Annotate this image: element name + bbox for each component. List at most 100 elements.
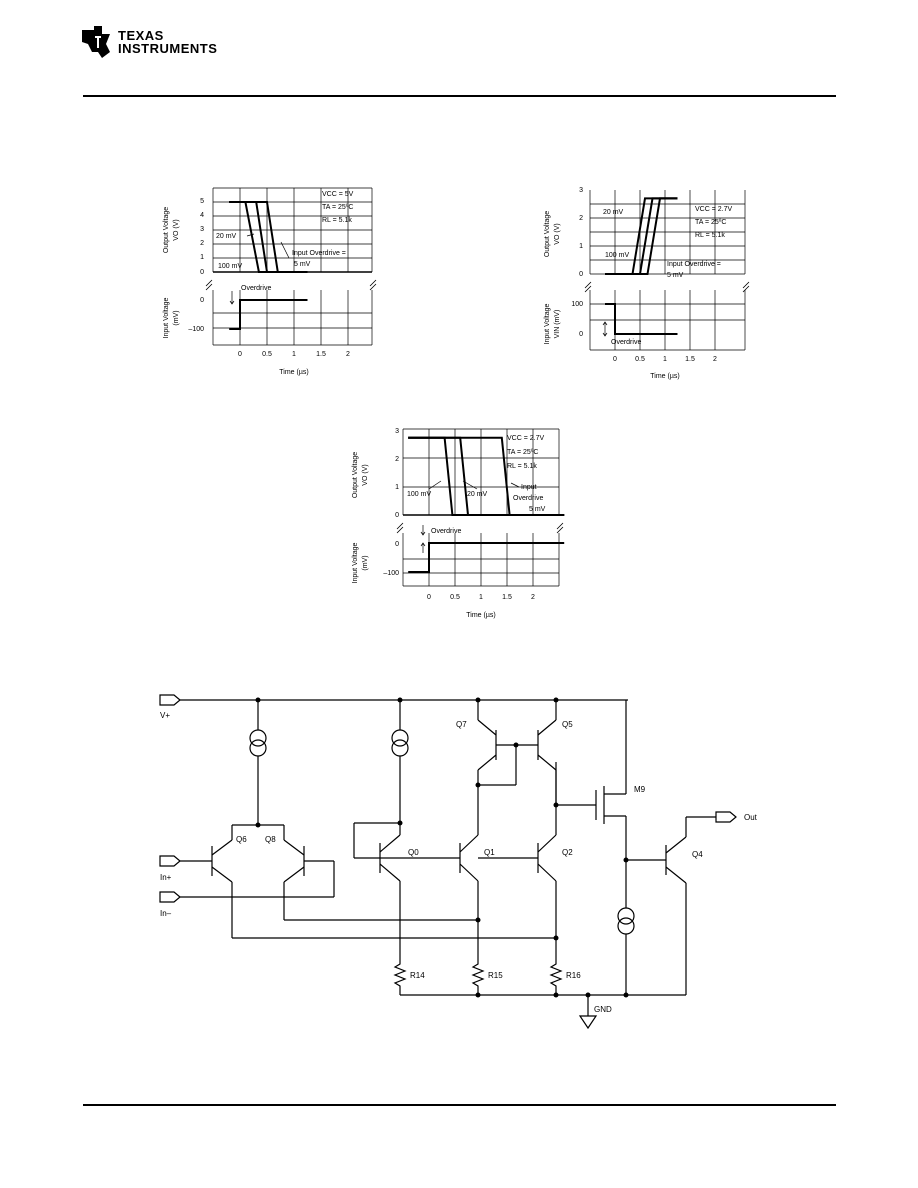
q4-transistor-icon [665, 816, 716, 995]
axis-break-icon [205, 279, 377, 291]
ytick: 0 [579, 331, 583, 338]
label-100mv: 100 mV [218, 263, 242, 270]
xtick: 0 [238, 351, 242, 358]
ytick: 1 [579, 243, 583, 250]
ytick: 0 [200, 297, 204, 304]
pin-label-inminus: In– [160, 909, 172, 918]
ytick: 0 [200, 269, 204, 276]
label-q4: Q4 [692, 850, 703, 859]
input-ylabel: Input Voltage [544, 303, 551, 344]
input-trace [229, 299, 308, 330]
input-ylabel: Input Voltage [352, 542, 359, 583]
xtick: 1 [663, 356, 667, 363]
input-ylabel-unit: (mV) [173, 310, 180, 325]
output-traces [408, 436, 565, 516]
xtick: 1 [292, 351, 296, 358]
label-q6: Q6 [236, 835, 247, 844]
ytick: 5 [200, 198, 204, 205]
arrow-5mv [510, 482, 520, 488]
q1-transistor-icon [459, 785, 538, 960]
output-trace [408, 436, 565, 516]
label-5mv: 5 mV [529, 506, 546, 513]
r14-resistor-icon [393, 960, 407, 995]
label-overdrive: Input Overdrive = [292, 250, 346, 257]
label-20mv: 20 mV [467, 491, 488, 498]
condition: VCC = 2.7V [695, 206, 732, 213]
overdrive-arrow-icon [602, 321, 608, 337]
input-step-trace [229, 299, 308, 330]
condition: RL = 5.1k [322, 217, 352, 224]
output-ylabel-unit: VO (V) [173, 219, 180, 240]
xtick: 0.5 [635, 356, 645, 363]
company-name: TEXAS INSTRUMENTS [118, 29, 217, 55]
overdrive-arrow-icon [420, 525, 426, 553]
label-m9: M9 [634, 785, 646, 794]
ytick: 2 [579, 215, 583, 222]
output-traces [229, 201, 308, 273]
condition: RL = 5.1k [695, 232, 725, 239]
arrow-20mv [462, 480, 478, 490]
label-overdrive: Input [521, 484, 537, 491]
xtick: 0 [613, 356, 617, 363]
overdrive-arrow-icon [229, 291, 235, 305]
ytick: 2 [200, 240, 204, 247]
junction-dots [255, 697, 629, 998]
ytick: 1 [200, 254, 204, 261]
label-5mv: 5 mV [294, 261, 311, 268]
inminus-pin-icon [159, 891, 181, 903]
input-ylabel-unit: VIN (mV) [554, 310, 561, 339]
ytick: 3 [200, 226, 204, 233]
condition: TA = 25ºC [507, 449, 538, 456]
output-ylabel-unit: VO (V) [362, 464, 369, 485]
ytick: 0 [579, 271, 583, 278]
overdrive-marker: Overdrive [241, 285, 271, 292]
label-100mv: 100 mV [605, 252, 629, 259]
q2-transistor-icon [537, 762, 557, 960]
label-100mv: 100 mV [407, 491, 431, 498]
output-grid [212, 187, 373, 272]
label-r14: R14 [410, 971, 425, 980]
r16-resistor-icon [549, 960, 563, 995]
pin-label-vplus: V+ [160, 711, 170, 720]
m9-transistor-icon [595, 700, 666, 861]
input-ylabel-unit: (mV) [362, 555, 369, 570]
ytick: 0 [395, 512, 399, 519]
footer-rule [83, 1104, 836, 1106]
output-trace [605, 197, 678, 275]
xtick: 0 [427, 594, 431, 601]
xtick: 0.5 [450, 594, 460, 601]
output-ylabel-unit: VO (V) [554, 223, 561, 244]
q8-transistor-icon [180, 825, 335, 920]
condition: TA = 25ºC [322, 204, 353, 211]
xtick: 1.5 [502, 594, 512, 601]
label-overdrive: Overdrive [513, 495, 543, 502]
ytick: –100 [383, 570, 399, 577]
input-ylabel: Input Voltage [163, 297, 170, 338]
vplus-pin-icon [159, 694, 181, 706]
out-pin-icon [715, 811, 737, 823]
label-q7: Q7 [456, 720, 467, 729]
company-line2: INSTRUMENTS [118, 41, 218, 56]
pin-label-gnd: GND [594, 1005, 612, 1014]
company-line1: TEXAS [118, 28, 164, 43]
input-trace [408, 542, 565, 573]
ytick: 3 [579, 187, 583, 194]
condition: VCC = 2.7V [507, 435, 544, 442]
xtick: 1.5 [685, 356, 695, 363]
ytick: 2 [395, 456, 399, 463]
ytick: 4 [200, 212, 204, 219]
overdrive-marker: Overdrive [431, 528, 461, 535]
ytick: 1 [395, 484, 399, 491]
xtick: 2 [346, 351, 350, 358]
arrow-20mv [246, 233, 255, 237]
chart-middle: 3 2 1 0 0 –100 0 0.5 1 1.5 2 Time (µs) O… [352, 428, 565, 619]
output-trace [408, 436, 565, 516]
ytick: 100 [571, 301, 583, 308]
output-traces [605, 197, 678, 275]
input-trace [605, 303, 678, 335]
chart-top-left: 5 4 3 2 1 0 0 –100 0 0.5 1 1.5 2 Time (µ… [163, 187, 377, 376]
xtick: 2 [713, 356, 717, 363]
chart-top-right: 3 2 1 0 100 0 0 0.5 1 1.5 2 Time (µs) Ou… [544, 187, 750, 380]
current-source-3-icon [617, 860, 635, 995]
label-q5: Q5 [562, 720, 573, 729]
